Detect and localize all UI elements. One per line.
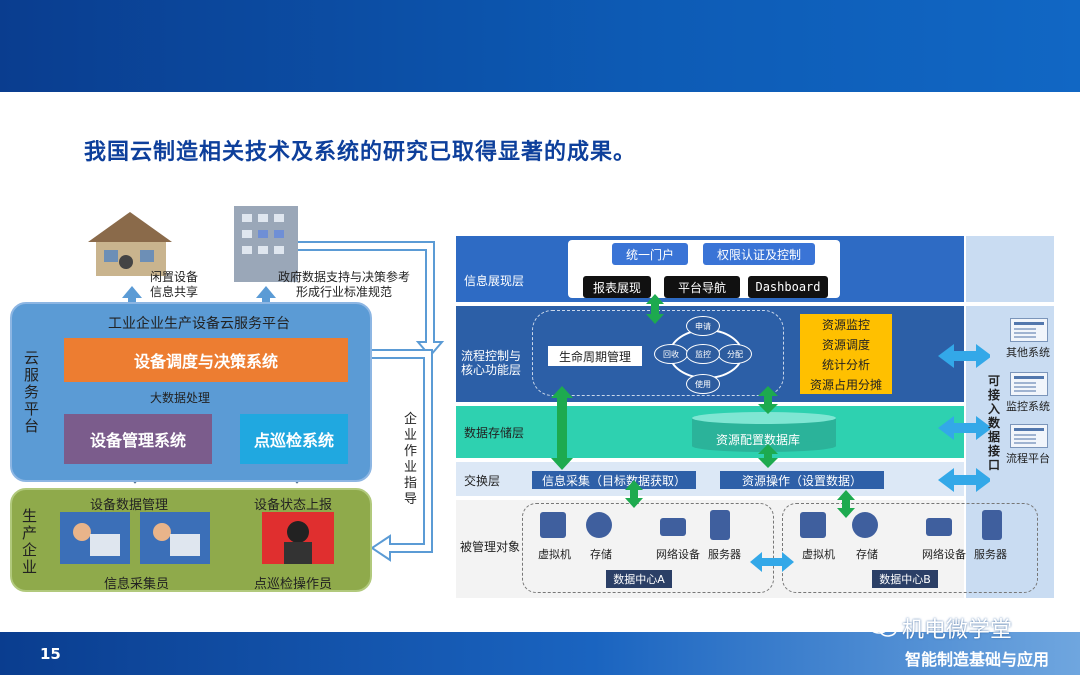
flow-platform-icon bbox=[1010, 424, 1048, 448]
building-illustration bbox=[234, 206, 298, 282]
server-icon-a bbox=[710, 510, 730, 540]
storage-icon-b bbox=[852, 512, 878, 538]
wechat-icon bbox=[868, 616, 897, 637]
idle-equipment-label: 闲置设备 信息共享 bbox=[150, 270, 199, 299]
dc-link-arrow bbox=[750, 552, 794, 572]
process-storage-arrow bbox=[758, 386, 778, 414]
portal-button: 统一门户 bbox=[612, 243, 688, 265]
datacenter-b-frame bbox=[782, 503, 1038, 593]
dashboard-button: Dashboard bbox=[748, 276, 828, 298]
network-label-a: 网络设备 bbox=[656, 548, 700, 561]
gov-data-label: 政府数据支持与决策参考 形成行业标准规范 bbox=[278, 270, 411, 299]
monitor-system-label: 监控系统 bbox=[1006, 400, 1050, 413]
display-process-arrow bbox=[646, 294, 664, 324]
footer-course-title: 智能制造基础与应用 bbox=[905, 650, 1050, 669]
collector-illustration-2 bbox=[140, 512, 210, 564]
datacenter-b-label: 数据中心B bbox=[872, 570, 938, 588]
up-arrow-gov bbox=[256, 286, 276, 312]
operator-illustration bbox=[262, 512, 334, 564]
process-layer-label: 流程控制与 核心功能层 bbox=[461, 349, 522, 377]
up-arrow-idle bbox=[122, 286, 142, 312]
network-icon-a bbox=[660, 518, 686, 536]
monitor-system-icon bbox=[1010, 372, 1048, 396]
side-arrow-1 bbox=[938, 344, 990, 368]
info-collector-label: 信息采集员 bbox=[104, 577, 170, 592]
inspection-operator-label: 点巡检操作员 bbox=[254, 577, 333, 592]
side-arrow-3 bbox=[938, 468, 990, 492]
display-layer-label: 信息展现层 bbox=[464, 274, 525, 288]
interface-label: 可 接 入 数 据 接 口 bbox=[988, 374, 1001, 472]
resource-monitor: 资源监控 bbox=[800, 314, 892, 334]
top-banner bbox=[0, 0, 1080, 92]
page-number: 15 bbox=[40, 645, 61, 663]
resource-ops-bar: 资源操作（设置数据） bbox=[720, 471, 884, 489]
watermark-text: 机电微学堂 bbox=[902, 618, 1013, 643]
vm-label-a: 虚拟机 bbox=[538, 548, 571, 561]
cycle-monitor: 监控 bbox=[686, 344, 720, 364]
bottom-banner bbox=[0, 632, 1080, 675]
resource-db-label: 资源配置数据库 bbox=[716, 433, 801, 447]
flow-platform-label: 流程平台 bbox=[1006, 452, 1050, 465]
inspection-box: 点巡检系统 bbox=[240, 414, 348, 464]
storage-label-a: 存储 bbox=[590, 548, 612, 561]
side-arrow-2 bbox=[938, 416, 990, 440]
vm-label-b: 虚拟机 bbox=[802, 548, 835, 561]
network-label-b: 网络设备 bbox=[922, 548, 966, 561]
cloud-platform-label: 云 服 务 平 台 bbox=[24, 349, 40, 435]
platform-title: 工业企业生产设备云服务平台 bbox=[108, 316, 290, 332]
resource-db-cylinder bbox=[692, 412, 836, 452]
storage-label-b: 存储 bbox=[856, 548, 878, 561]
house-illustration bbox=[88, 212, 172, 276]
process-exchange-arrow bbox=[551, 386, 573, 470]
side-panel-top bbox=[966, 236, 1054, 302]
lifecycle-box: 生命周期管理 bbox=[548, 346, 642, 366]
storage-icon-a bbox=[586, 512, 612, 538]
vm-icon-b bbox=[800, 512, 826, 538]
other-system-label: 其他系统 bbox=[1006, 346, 1050, 359]
server-label-a: 服务器 bbox=[708, 548, 741, 561]
device-data-mgmt-label: 设备数据管理 bbox=[90, 498, 169, 513]
managed-layer-label: 被管理对象 bbox=[460, 540, 521, 554]
stat-analysis: 统计分析 bbox=[800, 354, 892, 374]
info-collection-bar: 信息采集（目标数据获取） bbox=[532, 471, 696, 489]
cycle-apply: 申请 bbox=[686, 316, 720, 336]
worker-illustrations bbox=[60, 512, 334, 564]
vm-icon-a bbox=[540, 512, 566, 538]
device-mgmt-box: 设备管理系统 bbox=[64, 414, 212, 464]
server-icon-b bbox=[982, 510, 1002, 540]
guidance-arrow bbox=[347, 349, 433, 562]
datacenter-a-frame bbox=[522, 503, 774, 593]
right-diagram-arrows bbox=[551, 294, 990, 572]
slide-heading: 我国云制造相关技术及系统的研究已取得显著的成果。 bbox=[84, 140, 637, 165]
device-status-report-label: 设备状态上报 bbox=[254, 498, 333, 513]
exchange-dca-arrow bbox=[625, 480, 643, 508]
auth-button: 权限认证及控制 bbox=[703, 243, 815, 265]
cycle-use: 使用 bbox=[686, 374, 720, 394]
exchange-dcb-arrow bbox=[837, 490, 855, 518]
resource-schedule: 资源调度 bbox=[800, 334, 892, 354]
report-button: 报表展现 bbox=[583, 276, 651, 298]
network-icon-b bbox=[926, 518, 952, 536]
exchange-layer-label: 交换层 bbox=[464, 474, 501, 488]
storage-exchange-arrow bbox=[758, 444, 778, 468]
collector-illustration-1 bbox=[60, 512, 130, 564]
resource-sharing: 资源占用分摊 bbox=[800, 374, 892, 394]
server-label-b: 服务器 bbox=[974, 548, 1007, 561]
datacenter-a-label: 数据中心A bbox=[606, 570, 672, 588]
storage-layer-label: 数据存储层 bbox=[464, 426, 525, 440]
decision-system-box: 设备调度与决策系统 bbox=[64, 338, 348, 382]
production-enterprise-label: 生 产 企 业 bbox=[22, 507, 38, 576]
nav-button: 平台导航 bbox=[664, 276, 740, 298]
other-system-icon bbox=[1010, 318, 1048, 342]
big-data-label: 大数据处理 bbox=[150, 391, 211, 405]
enterprise-guidance-label: 企 业 作 业 指 导 bbox=[404, 412, 418, 507]
